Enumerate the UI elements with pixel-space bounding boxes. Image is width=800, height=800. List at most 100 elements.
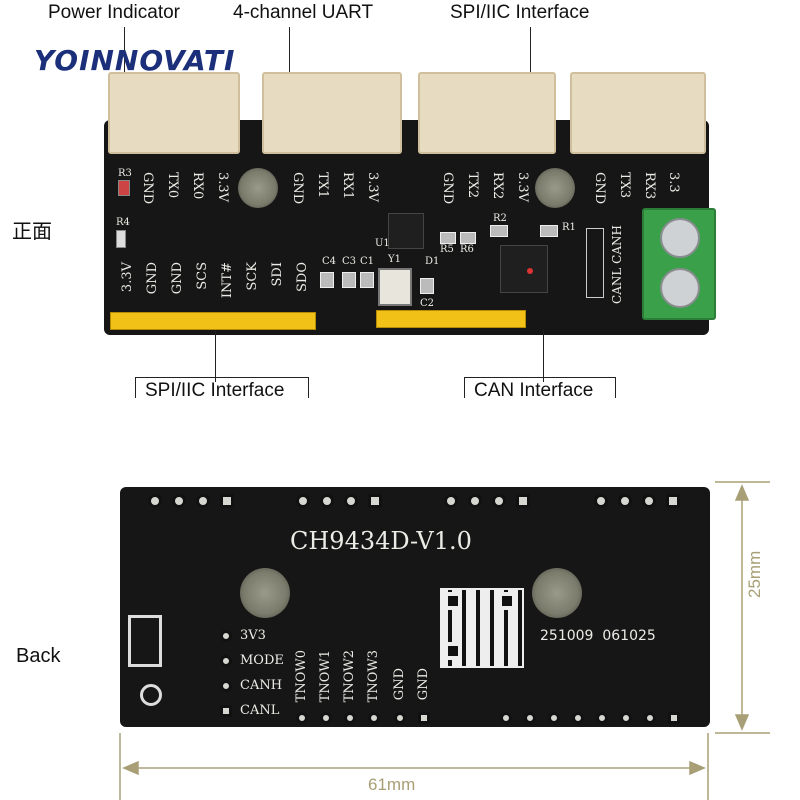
serial-number: 251009 061025 — [540, 628, 656, 644]
label-c4: C4 — [322, 256, 337, 267]
can-bracket — [464, 377, 616, 398]
uart0-pin-label: RX0 — [190, 172, 205, 200]
spi-iic-top-callout: SPI/IIC Interface — [450, 2, 590, 23]
can-callout: CAN Interface — [474, 380, 594, 401]
label-r3: R3 — [118, 168, 132, 179]
uart-connector-1 — [262, 72, 402, 154]
can-pin-header — [586, 228, 604, 298]
power-led — [118, 180, 130, 196]
pad — [642, 494, 656, 508]
uart0-pin-label: TX0 — [165, 172, 180, 199]
resistor-r4 — [116, 230, 126, 248]
uart1-pin-label: GND — [290, 172, 305, 205]
pad — [220, 705, 232, 717]
callout-line — [530, 27, 531, 107]
pad — [320, 494, 334, 508]
can-transceiver-chip — [500, 245, 548, 293]
mount-hole — [535, 168, 575, 208]
label-r6: R6 — [460, 244, 474, 255]
side-pin-label: CANH — [240, 678, 283, 693]
pad — [620, 712, 632, 724]
label-r2: R2 — [493, 213, 507, 224]
pad — [444, 494, 458, 508]
uart2-pin-label: 3.3V — [515, 172, 530, 203]
pad — [666, 494, 680, 508]
label-r4: R4 — [116, 217, 130, 228]
label-r5: R5 — [440, 244, 454, 255]
pad — [594, 494, 608, 508]
board-title: CH9434D-V1.0 — [290, 527, 472, 555]
pad — [220, 630, 232, 642]
pad — [320, 712, 332, 724]
spi-iic-pin-header — [110, 312, 316, 330]
label-y1: Y1 — [388, 254, 401, 265]
mount-hole — [238, 168, 278, 208]
pad — [618, 494, 632, 508]
callout-line — [289, 27, 290, 107]
capacitor-c4 — [320, 272, 334, 288]
side-pin-label: 3V3 — [240, 628, 266, 643]
pad — [548, 712, 560, 724]
pad — [344, 494, 358, 508]
power-indicator-callout: Power Indicator — [48, 2, 181, 23]
pad — [500, 712, 512, 724]
label-c1: C1 — [360, 256, 375, 267]
back-pcb — [120, 487, 710, 727]
pad — [220, 680, 232, 692]
uart-connector-0 — [108, 72, 240, 154]
back-label: Back — [16, 645, 61, 667]
uart0-pin-label: GND — [140, 172, 155, 205]
uart3-pin-label: RX3 — [642, 172, 657, 200]
resistor-r2 — [490, 225, 508, 237]
pad — [394, 712, 406, 724]
mount-hole — [240, 568, 290, 618]
callout-line — [124, 27, 125, 107]
pad — [368, 494, 382, 508]
pad — [468, 494, 482, 508]
side-pin-label: MODE — [240, 653, 284, 668]
uart-connector-3 — [570, 72, 706, 154]
pad — [148, 494, 162, 508]
pad — [524, 712, 536, 724]
capacitor-c2 — [420, 278, 434, 294]
front-label: 正面 — [12, 221, 52, 243]
uart0-pin-label: 3.3V — [215, 172, 230, 203]
back-pad-round — [140, 684, 162, 706]
brand-logo: YOINNOVATI — [34, 44, 236, 77]
pad — [596, 712, 608, 724]
side-pin-label: CANL — [240, 703, 280, 718]
pad — [516, 494, 530, 508]
resistor-r6 — [460, 232, 476, 244]
pad — [644, 712, 656, 724]
capacitor-c1 — [360, 272, 374, 288]
label-c3: C3 — [342, 256, 357, 267]
label-u1: U1 — [375, 238, 390, 249]
chip-marker — [527, 268, 533, 274]
resistor-r1 — [540, 225, 558, 237]
label-r1: R1 — [562, 222, 576, 233]
pad — [344, 712, 356, 724]
pad — [196, 494, 210, 508]
terminal-screw[interactable] — [660, 268, 700, 308]
uart1-pin-label: RX1 — [340, 172, 355, 200]
uart2-pin-label: TX2 — [465, 172, 480, 199]
pad — [296, 712, 308, 724]
callout-line — [215, 330, 216, 382]
pad — [296, 494, 310, 508]
uart3-pin-label: GND — [592, 172, 607, 205]
back-connector — [128, 615, 162, 667]
uart1-pin-label: 3.3V — [365, 172, 380, 203]
uart3-pin-label: TX3 — [617, 172, 632, 199]
can-pin-header-yellow — [376, 310, 526, 328]
callout-line — [543, 330, 544, 382]
crystal-y1 — [378, 268, 412, 306]
capacitor-c3 — [342, 272, 356, 288]
uart-callout: 4-channel UART — [233, 2, 374, 23]
height-dimension-label: 25mm — [745, 550, 764, 598]
terminal-screw[interactable] — [660, 218, 700, 258]
resistor-r5 — [440, 232, 456, 244]
label-c2: C2 — [420, 298, 435, 309]
pad — [572, 712, 584, 724]
uart-connector-2 — [418, 72, 556, 154]
